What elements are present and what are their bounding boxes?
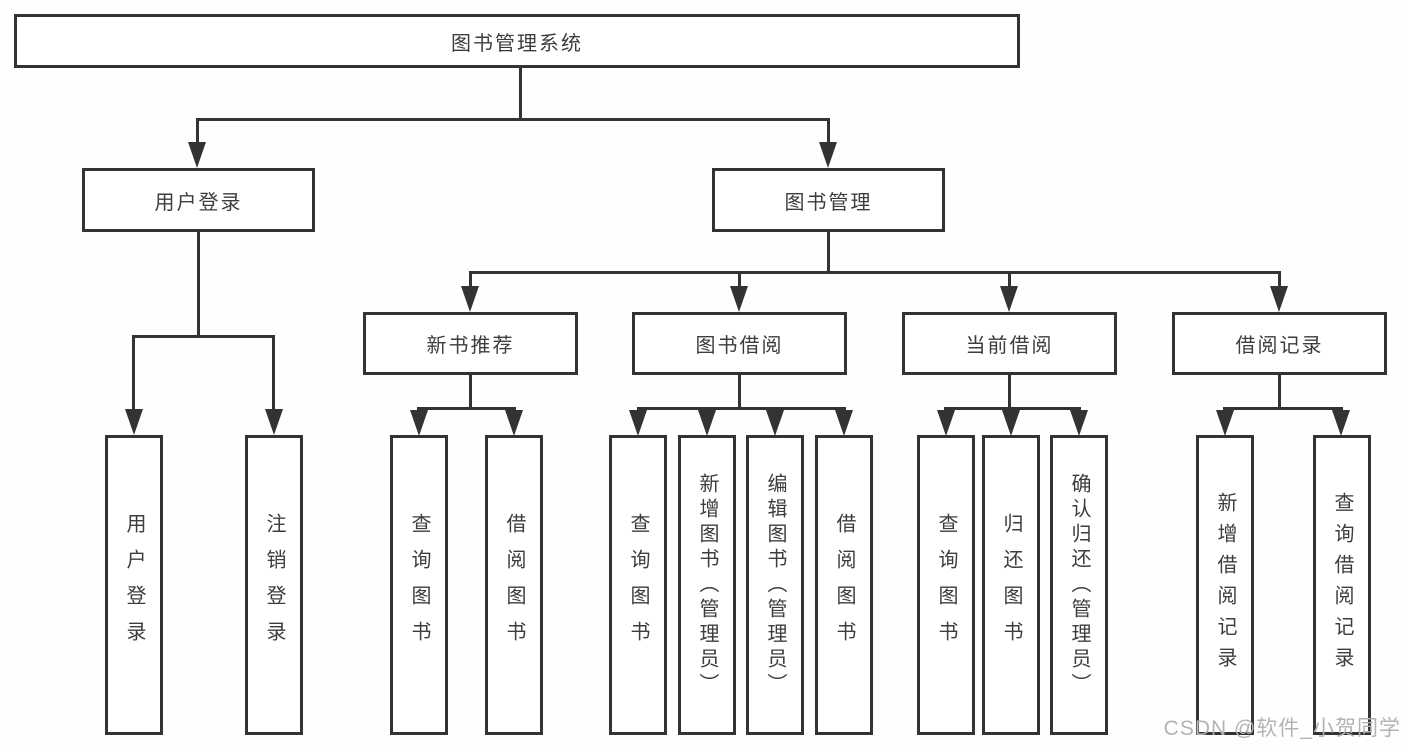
leaf-return-books: 归还图书 (982, 435, 1040, 735)
leaf-label: 归还图书 (1000, 513, 1022, 657)
arrow-bb1 (629, 410, 647, 436)
connector-book-borrowing-bar (637, 407, 846, 410)
leaf-borrow-books: 借阅图书 (815, 435, 873, 735)
leaf-logout: 注销登录 (245, 435, 303, 735)
leaf-query-books-current: 查询图书 (917, 435, 975, 735)
node-label: 当前借阅 (965, 335, 1054, 357)
arrow-cb1 (937, 410, 955, 436)
connector-level3-bar (469, 271, 1281, 274)
arrow-login (125, 409, 143, 435)
leaf-label: 用户登录 (123, 513, 145, 657)
leaf-label: 借阅图书 (503, 513, 525, 657)
connector-root-stem (519, 68, 522, 118)
leaf-query-borrow-record: 查询借阅记录 (1313, 435, 1371, 735)
arrow-bb3 (766, 410, 784, 436)
leaf-add-borrow-record: 新增借阅记录 (1196, 435, 1254, 735)
connector-book-management-stem (827, 232, 830, 271)
leaf-borrow-books-recommend: 借阅图书 (485, 435, 543, 735)
connector-drop-book-borrowing (738, 271, 741, 289)
connector-new-book-bar (417, 407, 516, 410)
connector-drop-user-login (196, 118, 199, 146)
leaf-user-login: 用户登录 (105, 435, 163, 735)
arrow-borrowing-records (1270, 286, 1288, 312)
arrow-nb1 (410, 410, 428, 436)
arrow-logout (265, 409, 283, 435)
leaf-label: 查询借阅记录 (1331, 492, 1353, 678)
node-label: 借阅记录 (1235, 335, 1324, 357)
leaf-label: 注销登录 (263, 513, 285, 657)
connector-book-borrowing-stem (738, 375, 741, 407)
connector-drop-new-book (469, 271, 472, 289)
leaf-query-books-borrowing: 查询图书 (609, 435, 667, 735)
arrow-current-borrowing (1000, 286, 1018, 312)
node-user-login: 用户登录 (82, 168, 315, 232)
watermark: CSDN @软件_小贺同学 (1163, 717, 1401, 740)
arrow-book-borrowing (730, 286, 748, 312)
connector-drop-login (132, 335, 135, 411)
arrow-rr2 (1332, 410, 1350, 436)
node-label: 新书推荐 (426, 335, 515, 357)
arrow-cb2 (1002, 410, 1020, 436)
arrow-bb4 (835, 410, 853, 436)
leaf-label: 借阅图书 (833, 513, 855, 657)
node-label: 图书管理系统 (451, 32, 583, 55)
arrow-rr1 (1216, 410, 1234, 436)
leaf-label: 确认归还（管理员） (1068, 472, 1090, 698)
arrow-nb2 (505, 410, 523, 436)
node-new-book-recommend: 新书推荐 (363, 312, 578, 375)
node-book-management: 图书管理 (712, 168, 945, 232)
node-library-system: 图书管理系统 (14, 14, 1020, 68)
connector-user-login-stem (197, 232, 200, 335)
arrow-bb2 (698, 410, 716, 436)
connector-records-bar (1223, 407, 1342, 410)
connector-drop-logout (272, 335, 275, 411)
arrow-cb3 (1070, 410, 1088, 436)
node-label: 图书管理 (784, 191, 873, 214)
connector-drop-current-borrowing (1008, 271, 1011, 289)
connector-records-stem (1278, 375, 1281, 407)
leaf-add-book-admin: 新增图书（管理员） (678, 435, 736, 735)
node-label: 图书借阅 (695, 335, 784, 357)
leaf-label: 查询图书 (408, 513, 430, 657)
leaf-label: 新增图书（管理员） (696, 472, 718, 698)
arrow-book-management (819, 142, 837, 168)
leaf-confirm-return-admin: 确认归还（管理员） (1050, 435, 1108, 735)
arrow-new-book (461, 286, 479, 312)
connector-drop-book-management (827, 118, 830, 146)
leaf-edit-book-admin: 编辑图书（管理员） (746, 435, 804, 735)
leaf-query-books-recommend: 查询图书 (390, 435, 448, 735)
node-label: 用户登录 (154, 191, 243, 214)
leaf-label: 编辑图书（管理员） (764, 472, 786, 698)
node-book-borrowing: 图书借阅 (632, 312, 847, 375)
connector-user-login-bar (132, 335, 275, 338)
connector-level2-bar (196, 118, 830, 121)
arrow-user-login (188, 142, 206, 168)
connector-drop-borrowing-records (1278, 271, 1281, 289)
leaf-label: 查询图书 (627, 513, 649, 657)
leaf-label: 查询图书 (935, 513, 957, 657)
node-current-borrowing: 当前借阅 (902, 312, 1117, 375)
node-borrowing-records: 借阅记录 (1172, 312, 1387, 375)
connector-current-stem (1008, 375, 1011, 407)
leaf-label: 新增借阅记录 (1214, 492, 1236, 678)
connector-new-book-stem (469, 375, 472, 407)
